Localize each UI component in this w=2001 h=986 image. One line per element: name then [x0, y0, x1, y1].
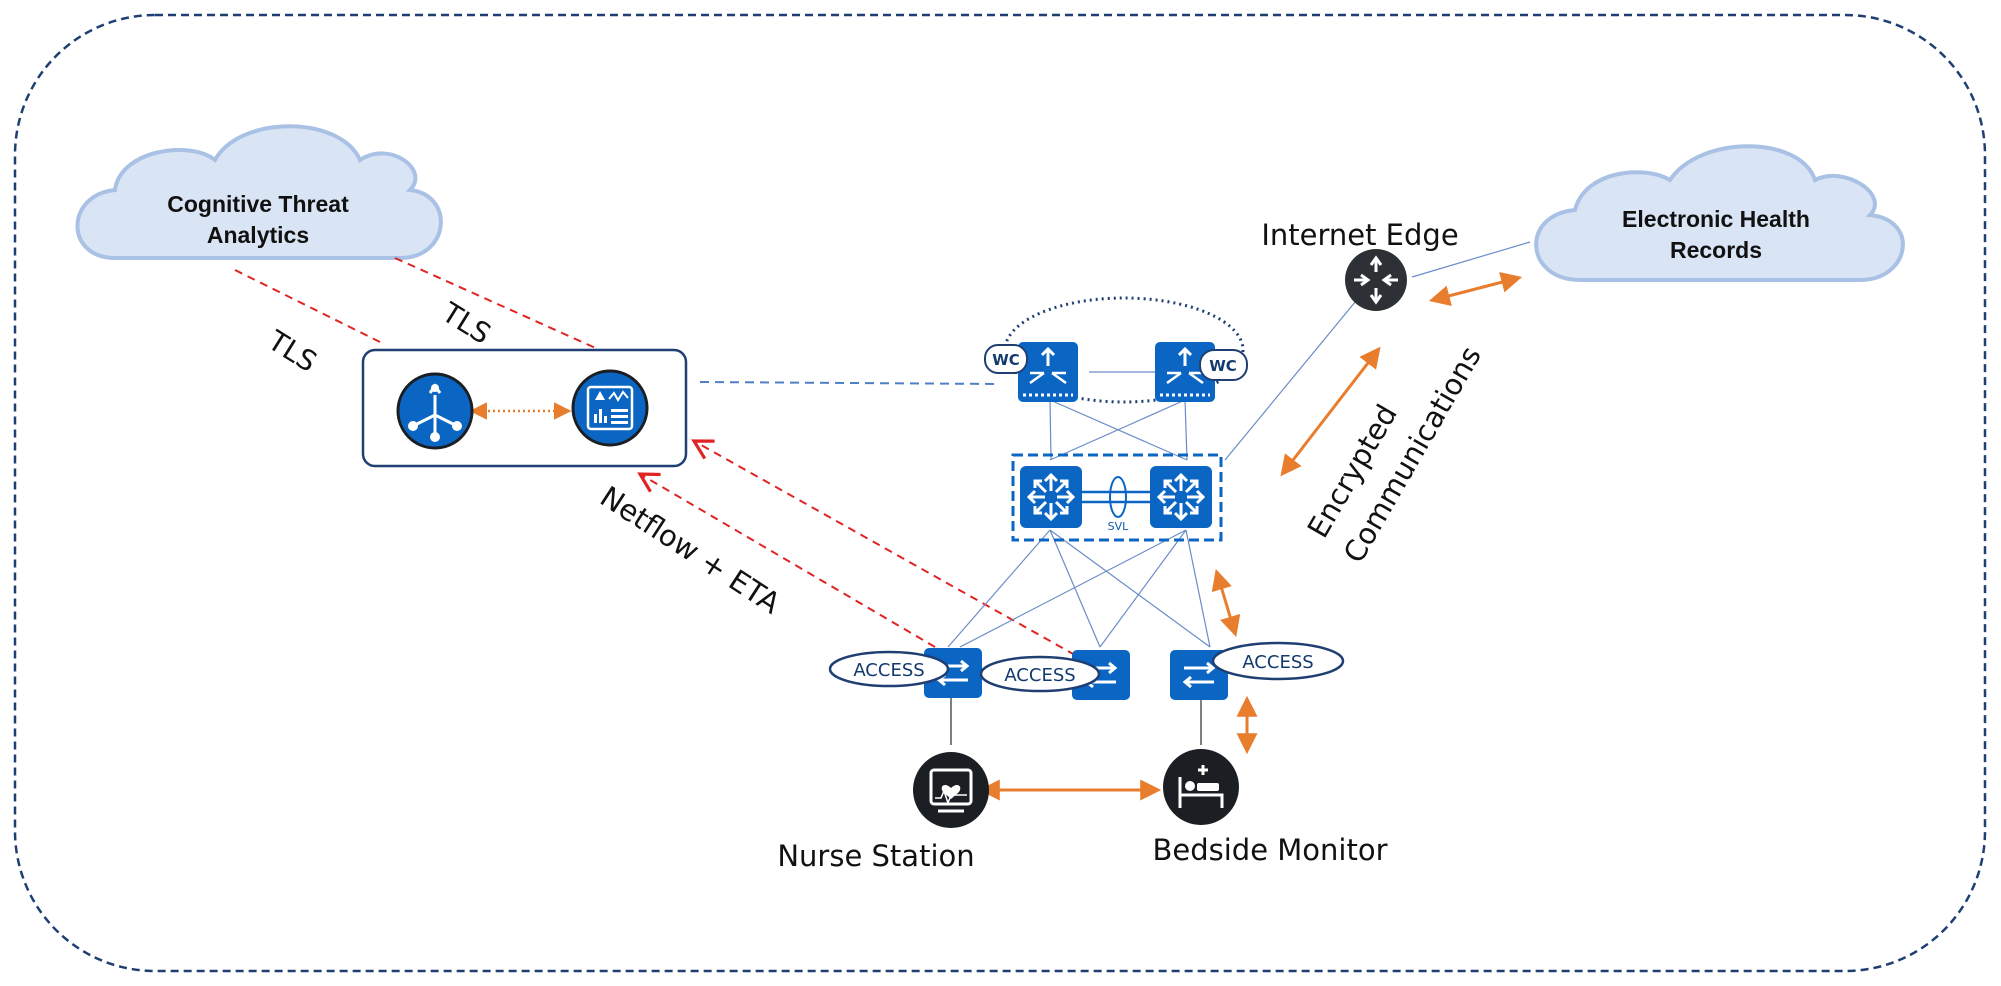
svl-link: SVL — [1082, 476, 1150, 533]
nurse-station-label: Nurse Station — [777, 839, 974, 873]
wc-right-label: WC — [1209, 357, 1237, 375]
access-2-label: ACCESS — [1004, 665, 1075, 686]
hub-icon — [396, 372, 474, 450]
svl-label: SVL — [1108, 520, 1130, 533]
outer-boundary — [13, 13, 1987, 973]
ehr-cloud-line1: Electronic Health — [1622, 206, 1810, 232]
stealthwatch-box — [361, 348, 688, 468]
wc-left-label: WC — [992, 351, 1020, 369]
cognitive-threat-analytics-cloud: Cognitive Threat Analytics — [75, 124, 443, 260]
distribution-switch-right — [1150, 466, 1212, 528]
core-switch-left — [1018, 342, 1078, 402]
bedside-monitor-label: Bedside Monitor — [1152, 833, 1387, 867]
heart-monitor-icon — [913, 752, 989, 828]
encrypted-arrow — [1280, 346, 1381, 477]
tls-label-lower: TLS — [261, 323, 322, 378]
tls-line-right — [394, 257, 601, 351]
access-3-label: ACCESS — [1242, 652, 1313, 673]
netflow-label: Netflow + ETA — [594, 479, 786, 620]
internet-edge-label: Internet Edge — [1261, 218, 1458, 252]
distribution-box — [1011, 453, 1223, 542]
core-switch-right — [1155, 342, 1215, 402]
wc-badge-right: WC — [1199, 349, 1248, 381]
access-switch-2: ACCESS — [979, 650, 1130, 700]
electronic-health-records-cloud: Electronic Health Records — [1534, 144, 1905, 282]
access-1-label: ACCESS — [853, 660, 924, 681]
netflow-line-2 — [691, 439, 1076, 656]
distribution-switch-left — [1020, 466, 1082, 528]
tls-line-left — [234, 269, 381, 343]
hospital-bed-icon — [1163, 749, 1239, 825]
netflow-line-1 — [637, 472, 936, 648]
edge-ehr-arrow — [1428, 272, 1523, 306]
dashboard-icon — [571, 369, 649, 447]
router-icon — [1345, 249, 1407, 311]
core-stack-ellipse — [1003, 296, 1245, 404]
dist-access-arrow — [1211, 568, 1241, 638]
ehr-cloud-line2: Records — [1670, 237, 1762, 263]
threat-cloud-line2: Analytics — [207, 222, 309, 248]
box-to-distribution-link — [699, 381, 1001, 385]
tls-label-upper: TLS — [435, 295, 496, 350]
threat-cloud-line1: Cognitive Threat — [167, 191, 349, 217]
access-switch-3: ACCESS — [1170, 641, 1345, 700]
wc-badge-left: WC — [984, 344, 1028, 374]
uplinks — [947, 241, 1531, 648]
access-switch-1: ACCESS — [828, 648, 982, 698]
